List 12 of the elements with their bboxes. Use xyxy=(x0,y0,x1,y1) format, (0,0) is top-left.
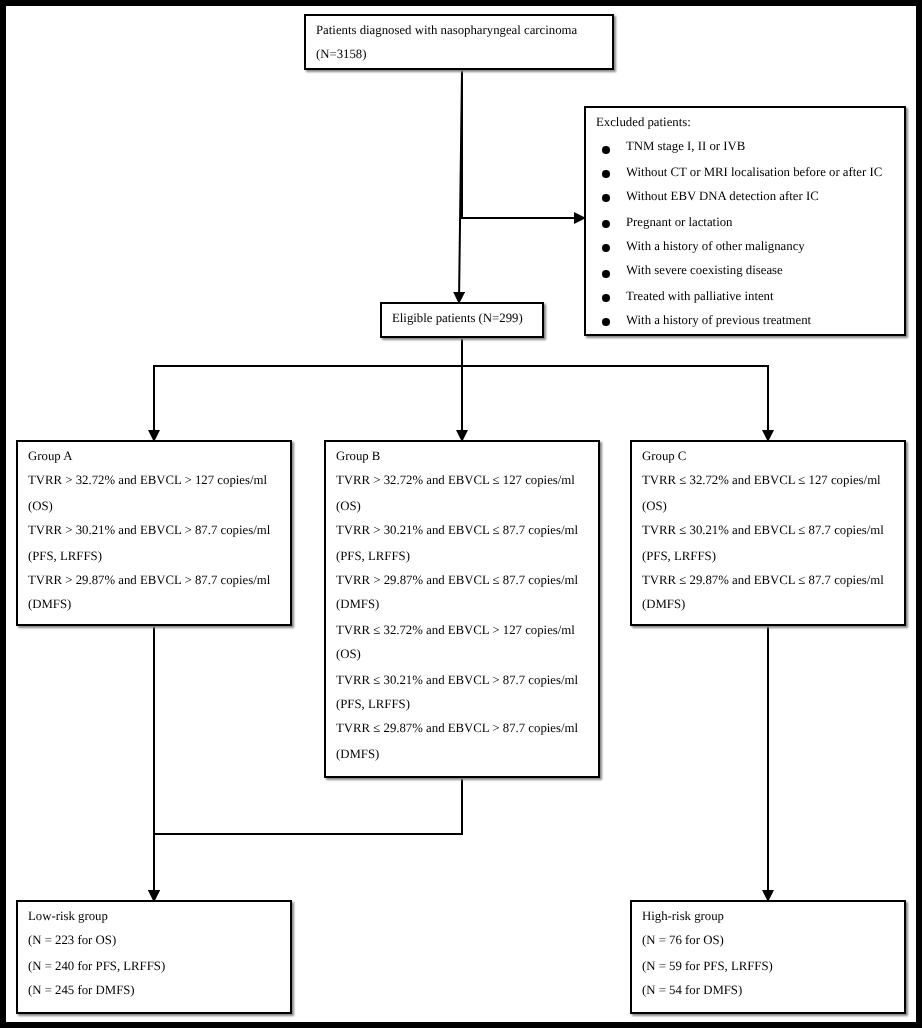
process-box xyxy=(16,900,292,1014)
process-box xyxy=(16,440,292,626)
arrow xyxy=(461,337,774,442)
exclusion-box xyxy=(584,106,906,336)
process-box xyxy=(324,440,600,778)
arrow xyxy=(762,625,774,902)
arrow xyxy=(461,69,586,224)
process-box xyxy=(380,302,544,338)
process-box xyxy=(304,14,614,70)
process-box xyxy=(630,440,906,626)
process-box xyxy=(630,900,906,1014)
arrow xyxy=(148,777,463,902)
